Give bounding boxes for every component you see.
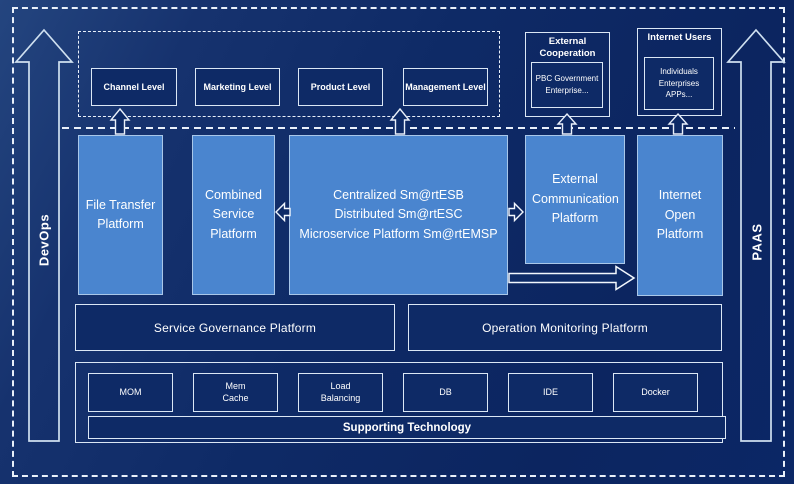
internet-users-title: Internet Users [647,32,712,43]
combined-service-platform: Combined Service Platform [192,135,275,295]
central-esb-platform: Centralized Sm@rtESB Distributed Sm@rtES… [289,135,508,295]
levels-dashed-group [78,31,500,117]
supporting-technology-group [75,362,723,443]
marketing-level-box: Marketing Level [195,68,280,106]
file-transfer-platform: File Transfer Platform [78,135,163,295]
product-level-box: Product Level [298,68,383,106]
management-level-box: Management Level [403,68,488,106]
channel-level-box: Channel Level [91,68,177,106]
operation-monitoring-platform: Operation Monitoring Platform [408,304,722,351]
central-esb-line2: Distributed Sm@rtESC [334,207,463,222]
tech-box-mem-cache: Mem Cache [193,373,278,412]
internet-open-platform-label: Internet Open Platform [656,188,704,242]
external-communication-platform-label: External Communication Platform [532,172,619,226]
central-esb-line3: Microservice Platform Sm@rtEMSP [299,226,498,241]
internet-users-members: Individuals Enterprises APPs... [644,57,714,110]
paas-rail-label: PAAS [749,223,765,261]
internet-users-group: Internet Users Individuals Enterprises A… [637,28,722,116]
external-communication-platform: External Communication Platform [525,135,625,264]
file-transfer-platform-label: File Transfer Platform [85,197,156,231]
supporting-technology-bar: Supporting Technology [88,416,726,439]
internet-open-platform: Internet Open Platform [637,135,723,296]
tech-box-ide: IDE [508,373,593,412]
service-governance-platform: Service Governance Platform [75,304,395,351]
combined-service-platform-label: Combined Service Platform [205,187,262,241]
external-cooperation-members: PBC Government Enterprise... [531,62,603,108]
external-cooperation-title: External Cooperation [539,36,596,60]
tech-box-docker: Docker [613,373,698,412]
external-cooperation-group: External Cooperation PBC Government Ente… [525,32,610,117]
tech-box-load-balancing: Load Balancing [298,373,383,412]
tech-box-db: DB [403,373,488,412]
tech-box-mom: MOM [88,373,173,412]
devops-rail-label: DevOps [36,213,52,267]
central-esb-line1: Centralized Sm@rtESB [333,187,464,202]
